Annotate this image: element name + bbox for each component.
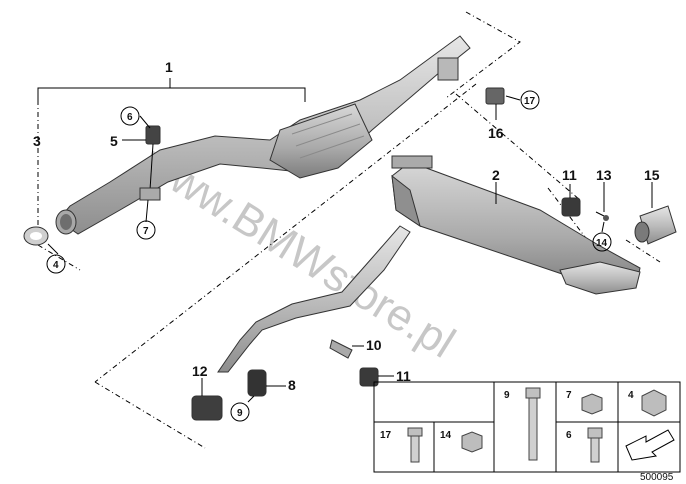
- hanger-part-16: [485, 87, 505, 105]
- bracket-line-4: [37, 244, 81, 271]
- callout-17-circle: [520, 90, 540, 110]
- rubber-mount-part-11-top: [561, 197, 581, 217]
- tailpipe-outline: [625, 239, 661, 263]
- legend-4: 4: [628, 390, 634, 401]
- gasket-ring-part-3: [23, 226, 49, 246]
- assembly-outline-right: [455, 93, 581, 201]
- callout-1-bracket: [37, 87, 306, 102]
- callout-7: 7: [143, 226, 149, 237]
- callout-15: 15: [644, 167, 660, 183]
- callout-8: 8: [288, 377, 296, 393]
- callout-11-bottom: 11: [396, 368, 411, 384]
- hardware-legend: 9 7 4 17 14 6: [373, 381, 681, 473]
- callout-17: 17: [524, 96, 536, 107]
- bracket-part-10: [329, 339, 353, 359]
- legend-17: 17: [380, 430, 392, 441]
- callout-1: 1: [165, 59, 173, 75]
- callout-9-circle: [230, 402, 250, 422]
- assembly-outline-diag: [94, 83, 477, 383]
- rubber-mount-part-12: [191, 395, 223, 421]
- front-pipe-with-catalyst: [55, 35, 471, 235]
- leader-7: [145, 199, 149, 223]
- leader-4: [47, 243, 59, 255]
- callout-6-circle: [120, 106, 140, 126]
- front-outline: [445, 11, 521, 99]
- callout-4: 4: [53, 260, 59, 271]
- callout-11-top: 11: [562, 167, 577, 183]
- callout-13: 13: [596, 167, 612, 183]
- leader-17: [505, 95, 521, 101]
- tailpipe-part-15: [634, 205, 677, 245]
- callout-6: 6: [127, 112, 133, 123]
- callout-2: 2: [492, 167, 500, 183]
- callout-7-circle: [136, 220, 156, 240]
- rubber-mount-part-11-bottom: [359, 367, 379, 387]
- leader-6: [139, 115, 151, 129]
- legend-9: 9: [504, 390, 510, 401]
- rear-muffler-part-2: [391, 155, 641, 295]
- callout-5: 5: [110, 133, 118, 149]
- rubber-mount-part-8: [247, 369, 267, 397]
- leader-9: [247, 395, 255, 403]
- callout-10: 10: [366, 337, 382, 353]
- diagram-number: 500095: [640, 472, 674, 483]
- legend-14: 14: [440, 430, 452, 441]
- callout-9: 9: [237, 408, 243, 419]
- connecting-pipe: [217, 225, 411, 373]
- clamp-part-13: [595, 211, 609, 221]
- callout-16: 16: [488, 125, 504, 141]
- leader-14-top: [601, 221, 605, 233]
- assembly-outline-bottom: [94, 381, 206, 449]
- callout-14: 14: [596, 238, 608, 249]
- legend-7: 7: [566, 390, 572, 401]
- callout-14-circle: [592, 232, 612, 252]
- callout-3: 3: [33, 133, 41, 149]
- callout-4-circle: [46, 254, 66, 274]
- legend-6: 6: [566, 430, 572, 441]
- hanger-part-6: [139, 125, 161, 201]
- callout-12: 12: [192, 363, 208, 379]
